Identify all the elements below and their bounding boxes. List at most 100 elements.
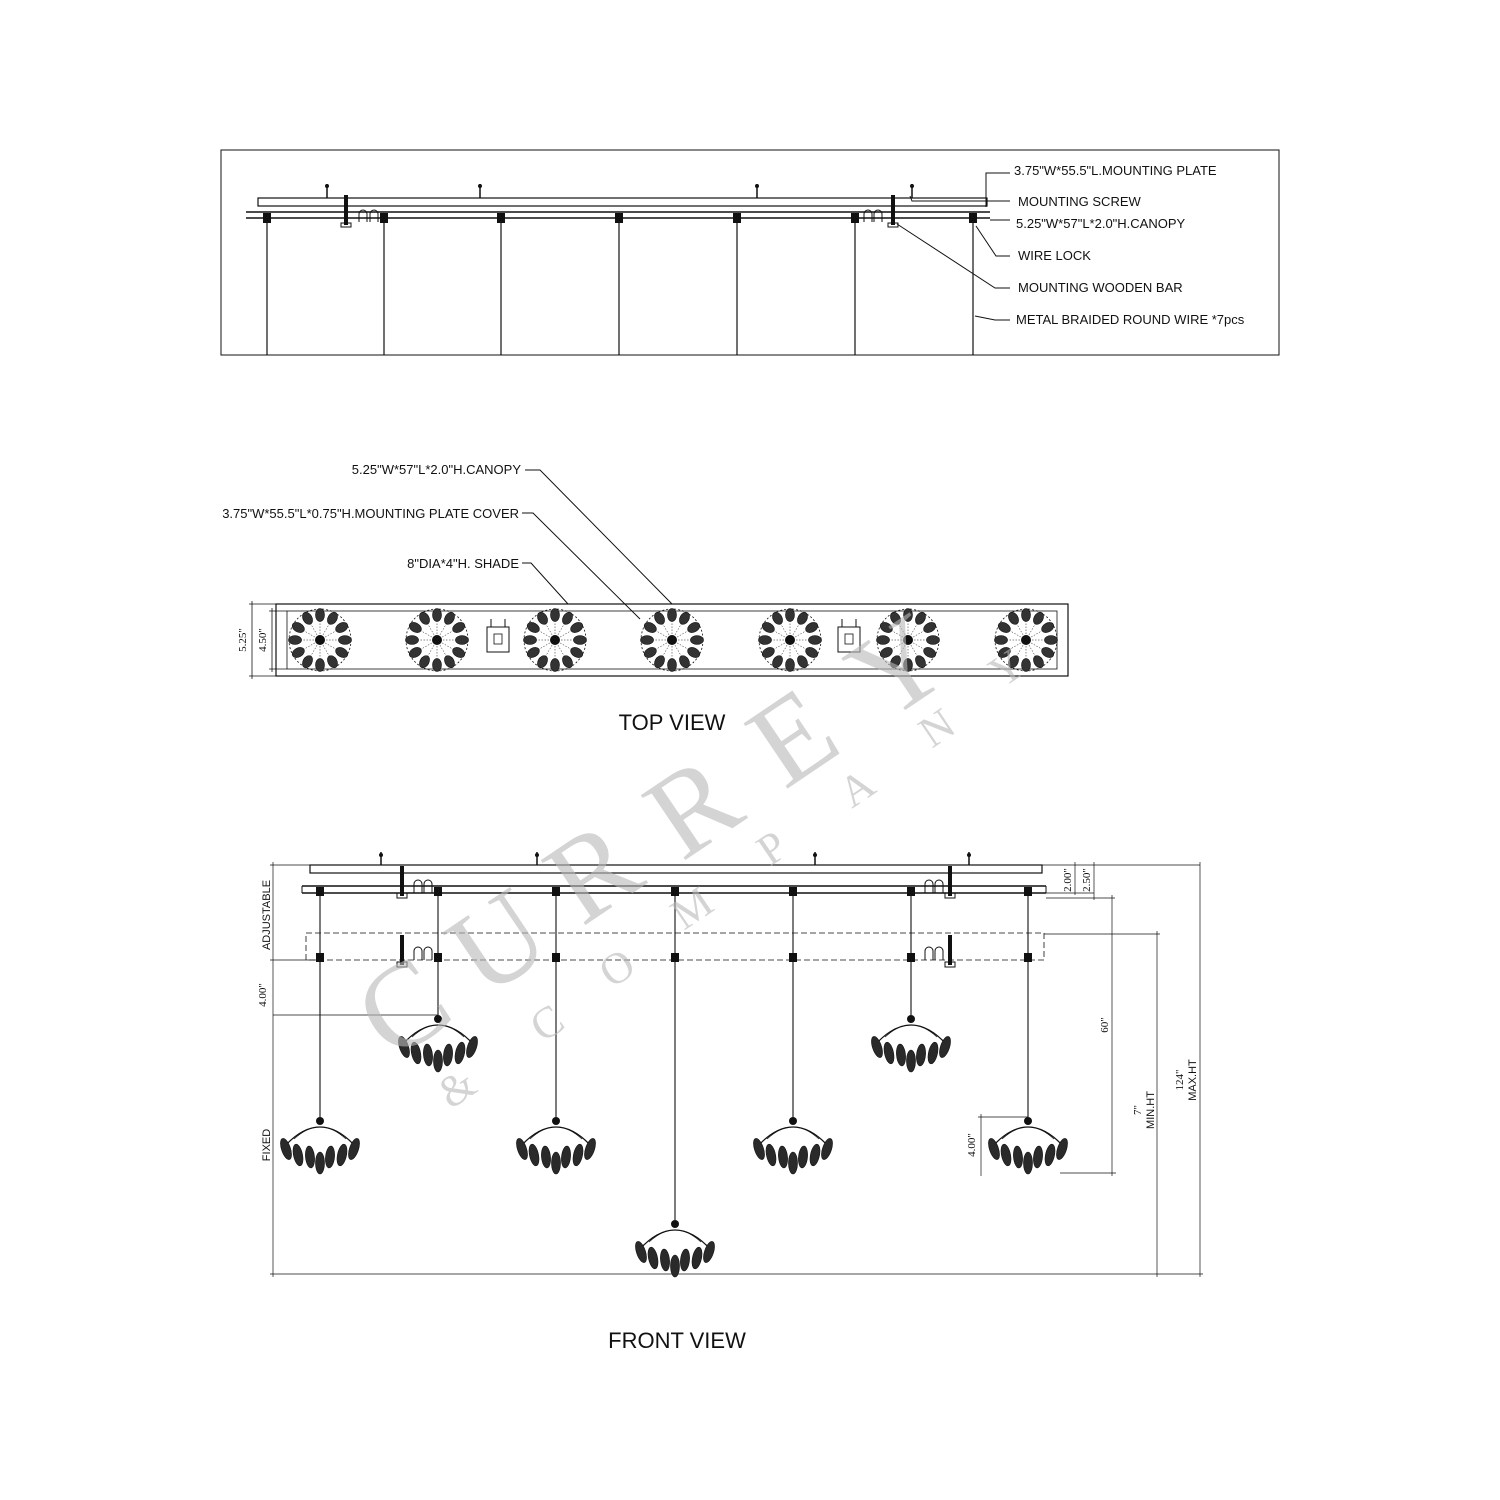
top-shade-petal bbox=[654, 611, 665, 625]
front-wire-hook bbox=[924, 879, 934, 893]
front-wooden-bar-lowered bbox=[400, 935, 404, 965]
front-view: 2.00" 2.50" 60" 7" MIN.HT 124" MAX.HT 4.… bbox=[257, 852, 1203, 1353]
top-shade-petal bbox=[335, 622, 349, 633]
front-shade-dome bbox=[756, 1126, 830, 1148]
top-shade-petal bbox=[562, 655, 573, 669]
top-shade bbox=[640, 608, 704, 672]
front-shade bbox=[635, 1220, 715, 1278]
top-shade-petal bbox=[997, 622, 1011, 633]
front-shade-crystal bbox=[896, 1043, 906, 1067]
front-shade bbox=[753, 1117, 833, 1175]
top-shade-petal bbox=[679, 611, 690, 625]
top-shade-petal bbox=[537, 611, 548, 625]
front-shade-crystal bbox=[691, 1246, 703, 1270]
front-screw-head bbox=[813, 853, 817, 857]
top-shade bbox=[876, 608, 940, 672]
front-dim-shade-height: 4.00" bbox=[966, 1133, 978, 1157]
detail-wooden-bar bbox=[891, 195, 895, 225]
callout-wire-lock: WIRE LOCK bbox=[1018, 248, 1091, 263]
detail-screw-head bbox=[325, 184, 329, 188]
top-shade-petal bbox=[1041, 647, 1055, 658]
front-wire-lock-lowered bbox=[316, 953, 324, 962]
detail-frame bbox=[220, 149, 1280, 356]
front-shade-crystal bbox=[821, 1138, 833, 1160]
front-bar-foot-lowered bbox=[944, 961, 956, 968]
front-shade-inner bbox=[766, 1126, 820, 1140]
front-dim-drop-top: 4.00" bbox=[257, 983, 269, 1007]
watermark-letter: R bbox=[622, 729, 763, 884]
top-shade-petal bbox=[797, 611, 808, 625]
front-label-adjustable: ADJUSTABLE bbox=[261, 880, 273, 950]
front-shade-crystal bbox=[541, 1145, 551, 1169]
front-shade-crystal bbox=[809, 1143, 821, 1167]
watermark-sub-letter: Y bbox=[980, 639, 1034, 697]
top-shade-hub bbox=[315, 635, 325, 645]
top-shade-petal bbox=[419, 655, 430, 669]
front-shade-inner bbox=[648, 1229, 702, 1243]
front-shade-dome bbox=[283, 1126, 357, 1148]
top-shade-petal bbox=[432, 608, 442, 622]
top-shade-petal bbox=[562, 611, 573, 625]
top-shade-petal bbox=[805, 622, 819, 633]
front-shade-crystal bbox=[423, 1043, 433, 1067]
front-shade-crystal bbox=[647, 1246, 659, 1270]
callout-canopy: 5.25"W*57"L*2.0"H.CANOPY bbox=[1016, 216, 1186, 231]
front-screw-head bbox=[535, 853, 539, 857]
front-shade-crystal bbox=[1023, 1151, 1033, 1175]
front-shade-crystal bbox=[871, 1036, 883, 1058]
detail-wire-lock bbox=[733, 213, 741, 223]
callout-wooden-bar: MOUNTING WOODEN BAR bbox=[1018, 280, 1183, 295]
front-shades bbox=[280, 887, 1068, 1278]
top-shade-petal bbox=[808, 635, 822, 645]
front-wire-hook-lowered bbox=[423, 946, 433, 960]
top-callout-shade: 8"DIA*4"H. SHADE bbox=[407, 556, 519, 571]
front-wire-hook bbox=[413, 879, 423, 893]
front-wire-lock-lowered bbox=[1024, 953, 1032, 962]
top-junction-boxes bbox=[486, 619, 861, 653]
top-shade-petal bbox=[288, 635, 302, 645]
front-parts bbox=[379, 852, 971, 968]
front-shade-inner bbox=[411, 1024, 465, 1038]
top-shade-petal bbox=[405, 635, 419, 645]
front-shade-crystal bbox=[516, 1138, 528, 1160]
detail-wooden-bar bbox=[344, 195, 348, 225]
detail-screw-head bbox=[478, 184, 482, 188]
front-wire-lock bbox=[1024, 887, 1032, 896]
top-shade-petal bbox=[570, 622, 584, 633]
top-shade-petal bbox=[667, 658, 677, 672]
top-shade-petal bbox=[526, 647, 540, 658]
callout-mounting-screw: MOUNTING SCREW bbox=[1018, 194, 1142, 209]
top-shade-petal bbox=[432, 658, 442, 672]
front-shade-crystal bbox=[336, 1143, 348, 1167]
front-shade-crystal bbox=[906, 1049, 916, 1073]
front-shade-crystal bbox=[670, 1254, 680, 1278]
front-shade-crystal bbox=[939, 1036, 951, 1058]
front-mounting-plate bbox=[309, 864, 1043, 874]
front-shade-crystal bbox=[788, 1151, 798, 1175]
front-wooden-bar bbox=[400, 866, 404, 896]
front-shade-cap bbox=[789, 1117, 797, 1125]
detail-leaders bbox=[896, 172, 1010, 321]
front-shade bbox=[988, 1117, 1068, 1175]
top-shade-petal bbox=[687, 647, 701, 658]
front-bar-foot bbox=[944, 892, 956, 899]
watermark-letter: R bbox=[522, 794, 663, 949]
front-dim-max-value: 124" bbox=[1174, 1070, 1186, 1091]
front-shade-crystal bbox=[703, 1241, 715, 1263]
front-shade-crystal bbox=[1000, 1143, 1012, 1167]
front-screw-head bbox=[967, 853, 971, 857]
front-shade-crystal bbox=[988, 1138, 1000, 1160]
top-shade-petal bbox=[526, 622, 540, 633]
front-shade-crystal bbox=[584, 1138, 596, 1160]
detail-wire-lock bbox=[851, 213, 859, 223]
top-shade-petal bbox=[690, 635, 704, 645]
top-shade-petal bbox=[408, 647, 422, 658]
front-wire-lock-lowered bbox=[789, 953, 797, 962]
top-shade-petal bbox=[654, 655, 665, 669]
front-wire-hook-lowered bbox=[413, 946, 423, 960]
top-shade-petal bbox=[452, 622, 466, 633]
front-shade-crystal bbox=[635, 1241, 647, 1263]
top-shade-petal bbox=[643, 622, 657, 633]
front-shade-crystal bbox=[765, 1143, 777, 1167]
